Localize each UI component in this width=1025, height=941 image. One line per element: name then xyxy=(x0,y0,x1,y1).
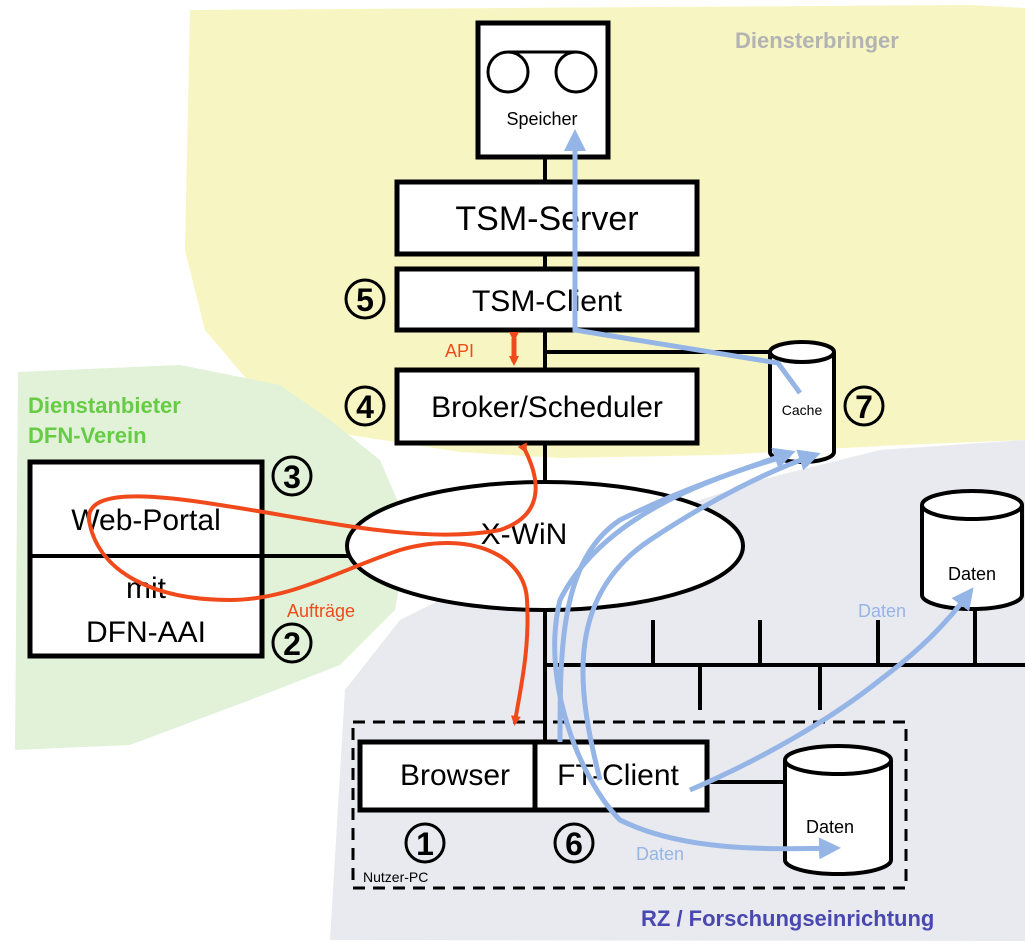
tsm-server-box xyxy=(394,179,700,257)
dfn-aai-label: DFN-AAI xyxy=(86,616,206,649)
svg-text:7: 7 xyxy=(855,389,873,425)
order-flow-arrow xyxy=(86,442,538,726)
svg-text:1: 1 xyxy=(416,826,434,862)
nutzer-pc-label: Nutzer-PC xyxy=(363,869,428,885)
ftclient-to-data-right-flow xyxy=(689,587,974,793)
data-user-label: Daten xyxy=(806,817,854,837)
ft-client-box xyxy=(532,739,710,813)
broker-box xyxy=(394,367,700,446)
step-number-2: 2 xyxy=(271,622,313,664)
research-region-label: RZ / Forschungseinrichtung xyxy=(641,906,934,931)
browser-box xyxy=(357,739,538,813)
broker-label: Broker/Scheduler xyxy=(431,391,663,424)
auftraege-label: Aufträge xyxy=(287,601,355,621)
data-right-label: Daten xyxy=(948,564,996,584)
step-number-1: 1 xyxy=(404,822,446,864)
cache-label: Cache xyxy=(782,402,823,418)
step-number-6: 6 xyxy=(553,822,595,864)
step-number-5: 5 xyxy=(344,278,386,320)
provider-region-label: Diensterbringer xyxy=(735,28,899,53)
svg-text:6: 6 xyxy=(565,826,583,862)
ftclient-to-cache-flow-2 xyxy=(580,449,821,781)
data-cylinder-user xyxy=(783,744,893,876)
tsm-server-label: TSM-Server xyxy=(455,200,638,238)
daten-bottom-flow-label: Daten xyxy=(636,844,684,864)
storage-label: Speicher xyxy=(506,109,577,129)
cache-to-storage-flow xyxy=(564,129,803,395)
web-portal-label: Web-Portal xyxy=(71,504,221,537)
step-number-4: 4 xyxy=(344,385,386,427)
api-label: API xyxy=(445,341,474,361)
web-portal-box xyxy=(27,459,265,659)
svg-text:3: 3 xyxy=(283,459,301,495)
svg-text:4: 4 xyxy=(356,389,374,425)
offerer-region-label-line2: DFN-Verein xyxy=(28,423,147,448)
xwin-label: X-WiN xyxy=(481,518,568,551)
step-number-7: 7 xyxy=(843,385,885,427)
tsm-client-label: TSM-Client xyxy=(472,285,623,318)
ft-client-label: FT-Client xyxy=(557,759,679,792)
svg-text:2: 2 xyxy=(283,626,301,662)
cache-cylinder xyxy=(768,340,836,464)
offerer-region-label-line1: Dienstanbieter xyxy=(28,393,181,418)
svg-text:5: 5 xyxy=(356,282,374,318)
step-number-3: 3 xyxy=(271,455,313,497)
cache-to-user-data-flow xyxy=(552,452,841,860)
browser-label: Browser xyxy=(400,759,510,792)
data-cylinder-right xyxy=(920,489,1024,611)
tsm-client-box xyxy=(394,266,700,333)
daten-right-flow-label: Daten xyxy=(858,601,906,621)
